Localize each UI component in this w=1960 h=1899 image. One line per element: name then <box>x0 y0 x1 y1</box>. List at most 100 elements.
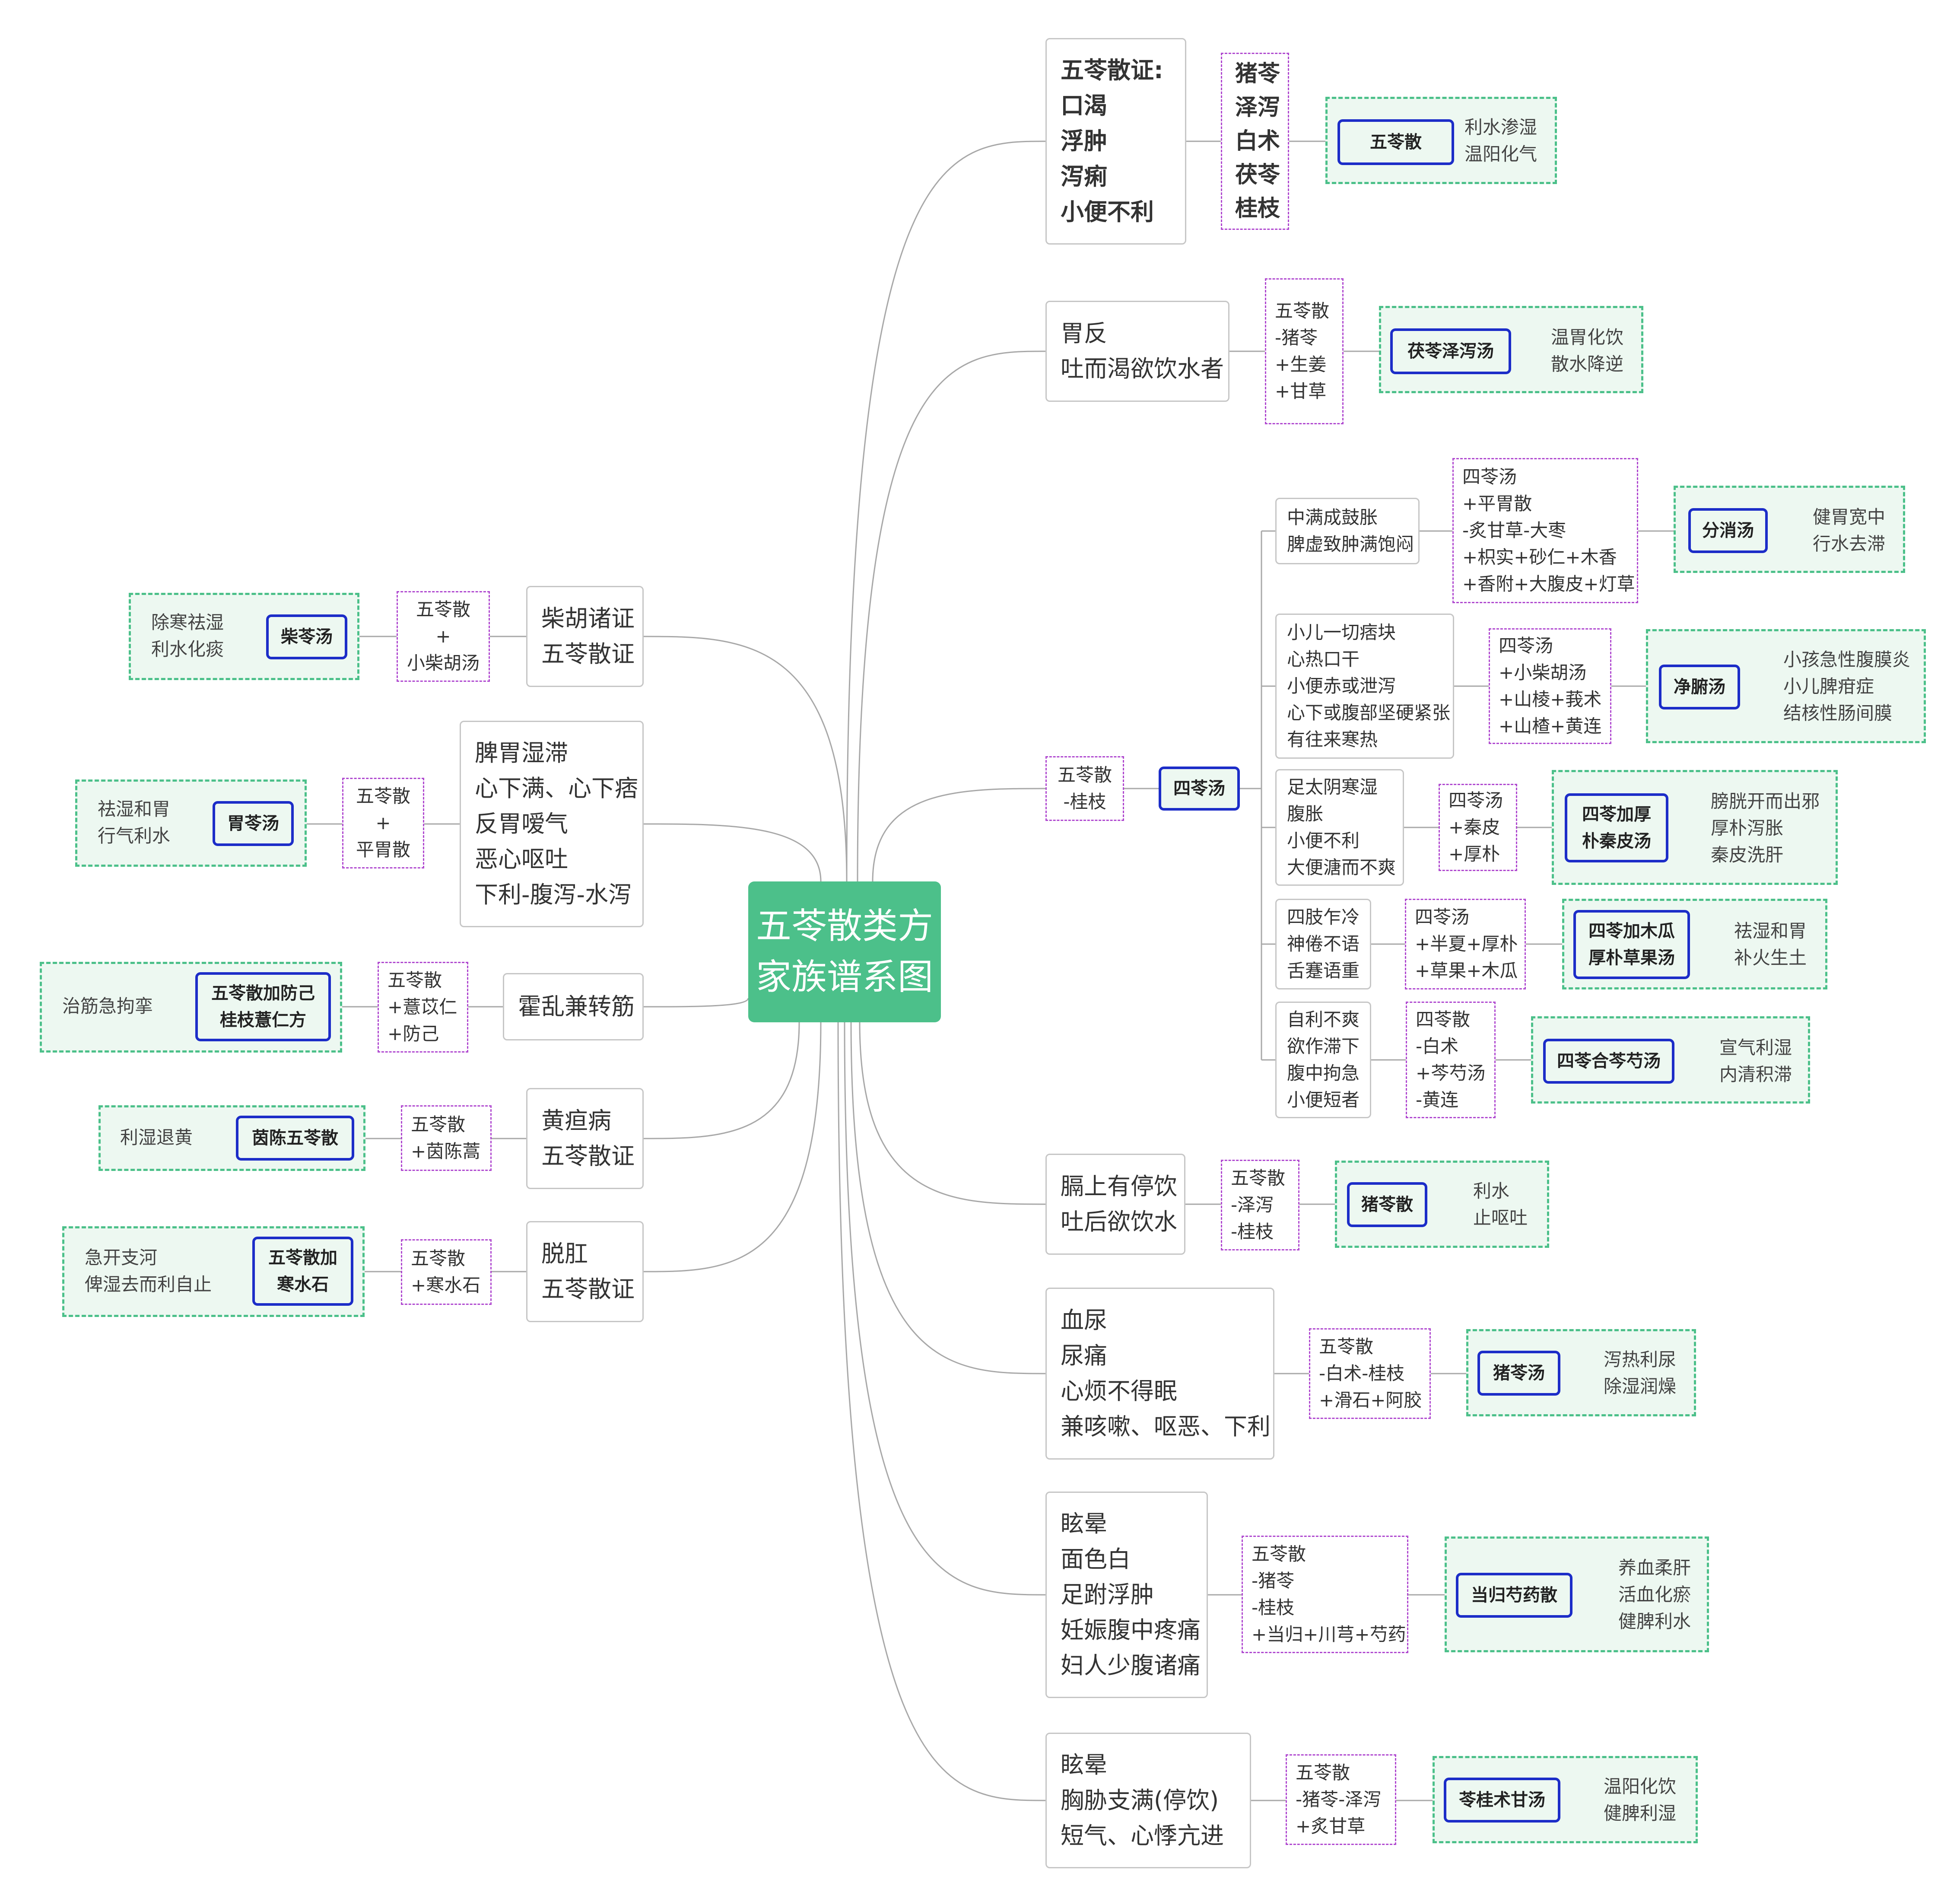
modifier-box[interactable]: 五苓散 +薏苡仁 +防己 <box>378 962 468 1053</box>
effect-text: 内清积滞 <box>1719 1064 1792 1085</box>
condition-text: 口渴 <box>1061 92 1107 119</box>
condition-box[interactable]: 脾胃湿滞 心下满、心下痞 反胃嗳气 恶心呕吐 下利-腹泻-水泻 <box>460 721 644 927</box>
formula-box[interactable]: 净腑汤 <box>1659 665 1740 709</box>
formula-box[interactable]: 四苓合芩芍汤 <box>1543 1039 1674 1084</box>
modifier-text: 茯苓 <box>1235 162 1280 188</box>
condition-box[interactable]: 小儿一切痞块 心热口干 小便赤或泄泻 心下或腹部坚硬紧张 有往来寒热 <box>1275 614 1454 759</box>
effect-text: 行气利水 <box>98 825 171 846</box>
formula-box[interactable]: 五苓散加 寒水石 <box>252 1237 353 1306</box>
connector-line <box>643 636 848 882</box>
modifier-text: + <box>435 626 451 647</box>
formula-box[interactable]: 胃苓汤 <box>213 801 294 846</box>
modifier-text: 四苓散 <box>1416 1009 1471 1030</box>
formula-name: 柴苓汤 <box>281 627 333 647</box>
modifier-box[interactable]: 五苓散 -泽泻 -桂枝 <box>1221 1160 1299 1250</box>
modifier-text: -炙甘草-大枣 <box>1462 520 1566 541</box>
condition-text: 脱肛 <box>541 1240 588 1267</box>
modifier-box[interactable]: 猪苓 泽泻 白术 茯苓 桂枝 <box>1221 53 1289 230</box>
formula-box[interactable]: 五苓散加防己 桂枝薏仁方 <box>195 972 331 1041</box>
condition-box[interactable]: 胃反 吐而渴欲饮水者 <box>1045 301 1229 402</box>
condition-box[interactable]: 脱肛 五苓散证 <box>526 1221 644 1322</box>
modifier-text: -黄连 <box>1416 1089 1459 1110</box>
modifier-box[interactable]: 四苓汤 +半夏+厚朴 +草果+木瓜 <box>1405 899 1526 989</box>
condition-text: 大便溏而不爽 <box>1287 857 1396 878</box>
modifier-text: +枳实+砂仁+木香 <box>1462 547 1617 568</box>
condition-text: 小儿一切痞块 <box>1287 622 1396 643</box>
modifier-text: 五苓散 <box>1231 1167 1286 1189</box>
connector-line <box>643 998 749 1008</box>
effect-text-block: 养血柔肝 活血化瘀 健脾利水 <box>1618 1554 1705 1636</box>
condition-box[interactable]: 中满成鼓胀 脾虚致肿满饱闷 <box>1275 498 1420 564</box>
formula-box[interactable]: 茵陈五苓散 <box>236 1116 354 1161</box>
modifier-box[interactable]: 四苓汤 +小柴胡汤 +山棱+莪术 +山楂+黄连 <box>1489 628 1611 744</box>
condition-box[interactable]: 自利不爽 欲作滞下 腹中拘急 小便短者 <box>1275 1002 1371 1118</box>
modifier-box[interactable]: 五苓散 + 小柴胡汤 <box>397 591 490 682</box>
modifier-text: 小柴胡汤 <box>407 652 480 674</box>
central-topic[interactable]: 五苓散类方 家族谱系图 <box>748 881 941 1022</box>
modifier-box[interactable]: 五苓散 -桂枝 <box>1045 756 1124 821</box>
connector-line <box>850 1022 1046 1374</box>
formula-name: 茯苓泽泻汤 <box>1407 341 1494 361</box>
effect-text: 膀胱开而出邪 <box>1711 791 1820 812</box>
modifier-box[interactable]: 五苓散 + 平胃散 <box>342 778 424 868</box>
formula-box[interactable]: 四苓加木瓜 厚朴草果汤 <box>1573 910 1690 979</box>
condition-text: 神倦不语 <box>1287 933 1360 954</box>
condition-box[interactable]: 膈上有停饮 吐后欲饮水 <box>1045 1154 1185 1255</box>
modifier-box[interactable]: 四苓散 -白术 +芩芍汤 -黄连 <box>1406 1002 1496 1118</box>
condition-box[interactable]: 五苓散证: 口渴 浮肿 泻痢 小便不利 <box>1045 38 1186 245</box>
formula-box[interactable]: 猪苓散 <box>1347 1182 1427 1227</box>
connector-line <box>643 823 822 882</box>
modifier-text: 四苓汤 <box>1449 790 1503 811</box>
modifier-text: +薏苡仁 <box>388 996 457 1018</box>
connector-line <box>643 1022 800 1139</box>
effect-text: 温阳化饮 <box>1604 1776 1677 1797</box>
effect-text: 养血柔肝 <box>1618 1557 1691 1578</box>
modifier-text: +山棱+莪术 <box>1499 689 1602 710</box>
formula-box[interactable]: 猪苓汤 <box>1477 1351 1560 1396</box>
formula-box[interactable]: 四苓汤 <box>1159 767 1240 811</box>
formula-name: 四苓加木瓜 <box>1588 921 1675 941</box>
effect-group <box>1646 629 1926 743</box>
formula-name: 分消汤 <box>1702 521 1754 541</box>
modifier-text: +香附+大腹皮+灯草 <box>1462 573 1635 595</box>
formula-box[interactable]: 分消汤 <box>1688 508 1768 553</box>
condition-text: 反胃嗳气 <box>475 810 568 837</box>
modifier-box[interactable]: 五苓散 -猪苓 -桂枝 +当归+川芎+芍药 <box>1242 1536 1408 1653</box>
formula-name: 猪苓散 <box>1361 1195 1413 1215</box>
formula-name: 五苓散加防己 <box>211 983 315 1003</box>
formula-box[interactable]: 苓桂术甘汤 <box>1444 1778 1560 1823</box>
effect-text: 利水 <box>1473 1180 1510 1202</box>
condition-text: 心烦不得眠 <box>1061 1377 1177 1405</box>
formula-box[interactable]: 五苓散 <box>1337 119 1454 165</box>
modifier-box[interactable]: 五苓散 +茵陈蒿 <box>401 1105 492 1171</box>
modifier-box[interactable]: 五苓散 +寒水石 <box>401 1239 492 1305</box>
condition-box[interactable]: 眩晕 面色白 足跗浮肿 妊娠腹中疼痛 妇人少腹诸痛 <box>1045 1492 1208 1698</box>
formula-box[interactable]: 柴苓汤 <box>266 614 347 659</box>
modifier-text: 五苓散 <box>388 970 442 991</box>
condition-box[interactable]: 霍乱兼转筋 <box>503 973 644 1040</box>
modifier-box[interactable]: 五苓散 -猪苓 +生姜 +甘草 <box>1265 278 1344 424</box>
condition-box[interactable]: 足太阴寒湿 腹胀 小便不利 大便溏而不爽 <box>1275 769 1404 886</box>
condition-box[interactable]: 柴胡诸证 五苓散证 <box>526 586 644 687</box>
modifier-box[interactable]: 四苓汤 +平胃散 -炙甘草-大枣 +枳实+砂仁+木香 +香附+大腹皮+灯草 <box>1452 458 1638 603</box>
formula-box[interactable]: 四苓加厚 朴秦皮汤 <box>1565 793 1668 862</box>
modifier-box[interactable]: 五苓散 -猪苓-泽泻 +炙甘草 <box>1286 1754 1396 1845</box>
formula-box[interactable]: 当归芍药散 <box>1456 1573 1572 1618</box>
effect-text: 急开支河 <box>85 1247 158 1268</box>
condition-box[interactable]: 眩晕 胸胁支满(停饮) 短气、心悸亢进 <box>1045 1733 1251 1868</box>
modifier-text: +小柴胡汤 <box>1499 662 1587 683</box>
condition-box[interactable]: 四肢乍冷 神倦不语 舌蹇语重 <box>1275 899 1371 989</box>
modifier-box[interactable]: 五苓散 -白术-桂枝 +滑石+阿胶 <box>1309 1328 1431 1419</box>
condition-box[interactable]: 黄疸病 五苓散证 <box>526 1088 644 1189</box>
connector-line <box>859 1022 1046 1205</box>
effect-text-block: 泻热利尿 除湿润燥 <box>1604 1346 1690 1400</box>
formula-box[interactable]: 茯苓泽泻汤 <box>1390 328 1511 374</box>
effect-text: 宣气利湿 <box>1719 1037 1792 1058</box>
condition-text: 小便不利 <box>1061 198 1154 226</box>
modifier-text: +甘草 <box>1275 381 1327 402</box>
effect-text: 利水渗湿 <box>1464 117 1538 138</box>
condition-box[interactable]: 血尿 尿痛 心烦不得眠 兼咳嗽、呕恶、下利 <box>1045 1288 1274 1460</box>
effect-text-block: 健胃宽中 行水去滞 <box>1813 504 1899 557</box>
modifier-text: +防己 <box>388 1023 439 1044</box>
modifier-box[interactable]: 四苓汤 +秦皮 +厚朴 <box>1439 784 1517 871</box>
